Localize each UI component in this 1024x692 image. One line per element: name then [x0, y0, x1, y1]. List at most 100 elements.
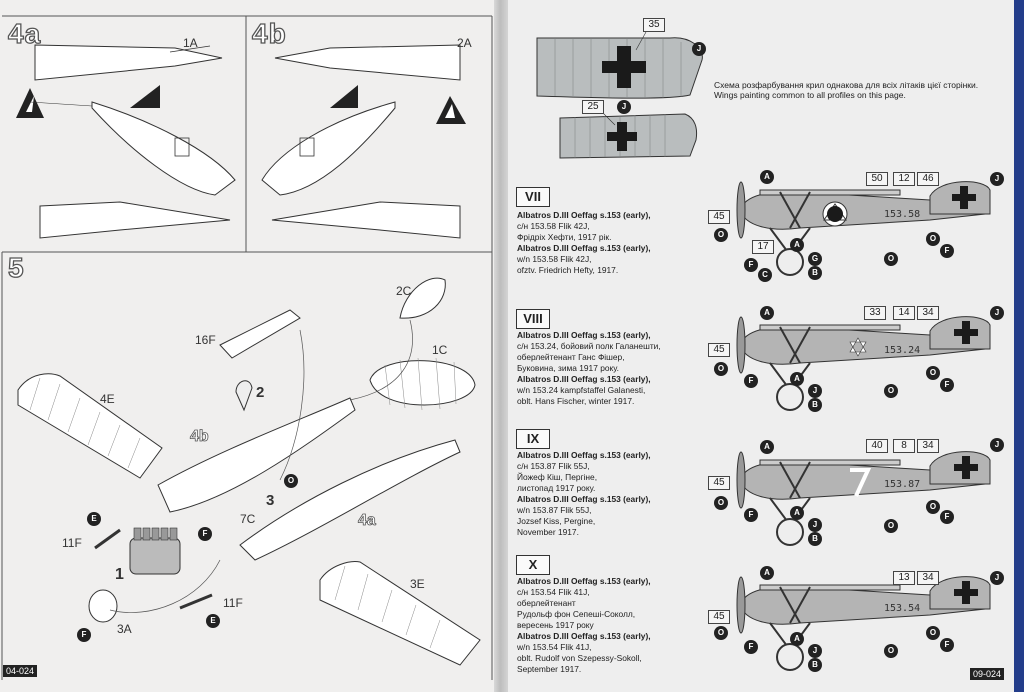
- step-5-title: 5: [7, 251, 25, 283]
- marker: J: [990, 571, 1004, 585]
- marker: O: [926, 366, 940, 380]
- profile-ix-serial: 153.87: [884, 479, 921, 490]
- profile-x-number: X: [516, 555, 550, 575]
- caption-line: w/n 153.58 Flik 42J,: [517, 254, 592, 264]
- profile-vii-caption: Albatros D.III Oeffag s.153 (early), с/н…: [517, 210, 667, 276]
- caption-line: November 1917.: [517, 527, 579, 537]
- marker: B: [808, 658, 822, 672]
- caption-line: Буковина, зима 1917 року.: [517, 363, 619, 373]
- caption-line: oblt. Hans Fischer, winter 1917.: [517, 396, 635, 406]
- caption-title: Albatros D.III Oeffag s.153 (early),: [517, 494, 651, 504]
- marker: A: [790, 632, 804, 646]
- profile-ix-number: IX: [516, 429, 550, 449]
- caption-line: oblt. Rudolf von Szepessy-Sokoll,: [517, 653, 642, 663]
- profile-viii-box: 34: [917, 306, 939, 320]
- profile-viii-number: VIII: [516, 309, 550, 329]
- marker: F: [940, 510, 954, 524]
- caption-line: с/н 153.24, бойовий полк Галанешти,: [517, 341, 661, 351]
- part-2a-label: 2A: [457, 36, 472, 50]
- marker-e-bottom: E: [206, 614, 220, 628]
- marker: F: [744, 374, 758, 388]
- marker: O: [714, 496, 728, 510]
- aircraft-profile-x: [736, 576, 991, 671]
- marker: O: [884, 519, 898, 533]
- aircraft-profile-ix: [736, 451, 991, 546]
- caption-title: Albatros D.III Oeffag s.153 (early),: [517, 576, 651, 586]
- glue-triangle-4a: [130, 85, 160, 108]
- caption-line: вересень 1917 року: [517, 620, 594, 630]
- profile-vii-box: 17: [752, 240, 774, 254]
- marker-f-spinner: F: [77, 628, 91, 642]
- profile-viii-box: 14: [893, 306, 915, 320]
- assembly-drawings: [1, 15, 493, 680]
- marker: F: [940, 638, 954, 652]
- part-3a-label: 3A: [117, 622, 132, 636]
- marker-e-top: E: [87, 512, 101, 526]
- caption-title: Albatros D.III Oeffag s.153 (early),: [517, 330, 651, 340]
- marker: O: [926, 500, 940, 514]
- part-1-label: 1: [115, 566, 124, 583]
- caption-line: с/н 153.54 Flik 41J,: [517, 587, 590, 597]
- marker: J: [808, 518, 822, 532]
- fin-bottom-box: 25: [582, 100, 604, 114]
- part-2c-label: 2C: [396, 284, 412, 298]
- part-7c-label: 7C: [240, 512, 256, 526]
- step-4b-title: 4b: [251, 17, 287, 49]
- profile-x-box: 45: [708, 610, 730, 624]
- part-2-label: 2: [256, 384, 265, 401]
- caption-title: Albatros D.III Oeffag s.153 (early),: [517, 210, 651, 220]
- profile-vii-box: 46: [917, 172, 939, 186]
- fin-marker-j-top: J: [692, 42, 706, 56]
- marker: O: [926, 626, 940, 640]
- part-4a-label: 4a: [358, 512, 377, 530]
- marker: F: [940, 244, 954, 258]
- marker: O: [714, 626, 728, 640]
- marker: A: [760, 170, 774, 184]
- aircraft-profile-viii: [736, 316, 991, 411]
- marker: O: [884, 252, 898, 266]
- marker: C: [758, 268, 772, 282]
- caption-line: оберлейтенант Ганс Фішер,: [517, 352, 625, 362]
- profile-x-serial: 153.54: [884, 603, 921, 614]
- profile-x-caption: Albatros D.III Oeffag s.153 (early), с/н…: [517, 576, 667, 675]
- caption-title: Albatros D.III Oeffag s.153 (early),: [517, 243, 651, 253]
- marker: F: [744, 508, 758, 522]
- marker: A: [790, 238, 804, 252]
- marker: F: [744, 258, 758, 272]
- part-1c-label: 1C: [432, 343, 448, 357]
- caption-line: с/н 153.87 Flik 55J,: [517, 461, 590, 471]
- marker: O: [884, 384, 898, 398]
- profile-viii-box: 45: [708, 343, 730, 357]
- marker: A: [760, 566, 774, 580]
- fin-note-en: Wings painting common to all profiles on…: [714, 90, 906, 100]
- profile-ix-box: 45: [708, 476, 730, 490]
- caption-line: Jozsef Kiss, Pergine,: [517, 516, 596, 526]
- caption-title: Albatros D.III Oeffag s.153 (early),: [517, 631, 651, 641]
- part-3e-label: 3E: [410, 577, 425, 591]
- part-3-label: 3: [266, 492, 275, 509]
- profile-vii-serial: 153.58: [884, 209, 921, 220]
- caption-line: w/n 153.87 Flik 55J,: [517, 505, 592, 515]
- marker: A: [760, 440, 774, 454]
- marker: A: [790, 372, 804, 386]
- marker: A: [790, 506, 804, 520]
- marker: J: [808, 644, 822, 658]
- fin-note: Схема розфарбування крил однакова для вс…: [714, 80, 1004, 100]
- marker: G: [808, 252, 822, 266]
- marker: B: [808, 398, 822, 412]
- fin-marker-j-bottom: J: [617, 100, 631, 114]
- profile-viii-serial: 153.24: [884, 345, 921, 356]
- part-1a-label: 1A: [183, 36, 198, 50]
- profile-vii-box: 45: [708, 210, 730, 224]
- profile-x-box: 34: [917, 571, 939, 585]
- part-11f-label-top: 11F: [62, 536, 82, 550]
- caption-line: листопад 1917 року.: [517, 483, 596, 493]
- caption-line: Фрідріх Хефти, 1917 рік.: [517, 232, 612, 242]
- book-spine: [494, 0, 508, 692]
- caption-title: Albatros D.III Oeffag s.153 (early),: [517, 374, 651, 384]
- caption-line: September 1917.: [517, 664, 582, 674]
- marker: O: [714, 228, 728, 242]
- profile-viii-box: 33: [864, 306, 886, 320]
- profile-vii-number: VII: [516, 187, 550, 207]
